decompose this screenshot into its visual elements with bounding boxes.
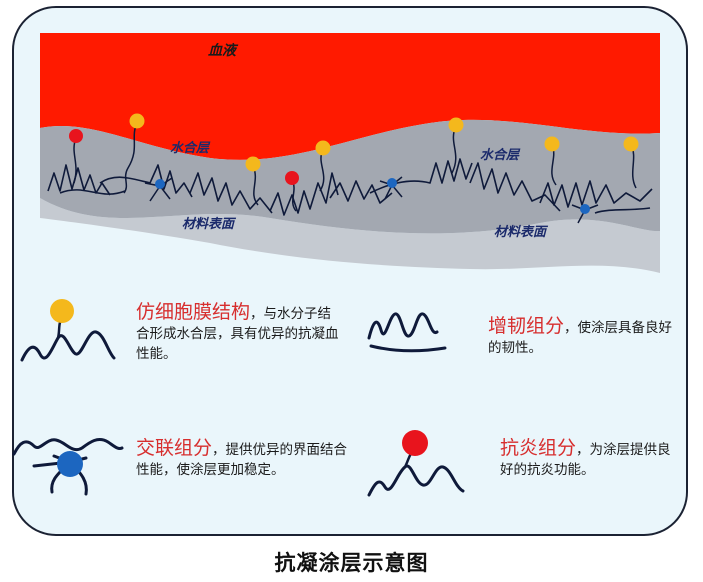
coating-cross-section: 血液 水合层 水合层 材料表面 材料表面: [40, 33, 660, 273]
anti-inflammatory-bead: [69, 129, 83, 143]
crosslink-bead: [580, 204, 590, 214]
biomimetic-icon: [20, 299, 116, 362]
legend-crosslink-text: ，提供优异的界面结合性能，使涂层更加稳定。: [136, 442, 348, 478]
anti-inflammatory-icon: [367, 430, 465, 497]
material-surface-label: 材料表面: [182, 216, 237, 232]
water-layer-label: 水合层: [170, 140, 211, 156]
biomimetic-bead: [623, 136, 639, 152]
figure-caption: 抗凝涂层示意图: [274, 551, 429, 575]
legend-anti-inflammatory: 抗炎组分，为涂层提供良好的抗炎功能。: [500, 438, 682, 480]
crosslink-bead: [155, 179, 165, 189]
blood-label: 血液: [208, 42, 239, 59]
legend-toughening-text: ，使涂层具备良好的韧性。: [488, 320, 673, 356]
water-layer-label: 水合层: [480, 147, 521, 163]
legend-crosslink-title: 交联组分: [136, 437, 213, 459]
biomimetic-bead: [448, 117, 464, 133]
legend-toughening-title: 增韧组分: [488, 315, 565, 337]
material-surface-layer: [40, 198, 660, 273]
crosslink-icon: [12, 438, 124, 496]
legend-toughening: 增韧组分，使涂层具备良好的韧性。: [488, 316, 683, 358]
biomimetic-bead: [245, 156, 261, 172]
toughening-icon: [367, 312, 447, 353]
material-surface-label: 材料表面: [494, 224, 549, 240]
blood-layer: [40, 33, 660, 160]
legend-biomimetic: 仿细胞膜结构，与水分子结合形成水合层，具有优异的抗凝血性能。: [136, 302, 344, 364]
biomimetic-bead: [315, 140, 331, 156]
legend-anti-inflammatory-text: ，为涂层提供良好的抗炎功能。: [500, 442, 671, 478]
anti-inflammatory-bead: [285, 171, 299, 185]
legend-anti-inflammatory-title: 抗炎组分: [500, 437, 577, 459]
legend-biomimetic-title: 仿细胞膜结构: [136, 301, 251, 323]
biomimetic-bead: [129, 113, 145, 129]
legend-crosslink: 交联组分，提供优异的界面结合性能，使涂层更加稳定。: [136, 438, 348, 480]
crosslink-bead: [387, 178, 397, 188]
legend-biomimetic-text: ，与水分子结合形成水合层，具有优异的抗凝血性能。: [136, 306, 339, 362]
water-layer: [40, 119, 660, 234]
biomimetic-bead: [544, 136, 560, 152]
